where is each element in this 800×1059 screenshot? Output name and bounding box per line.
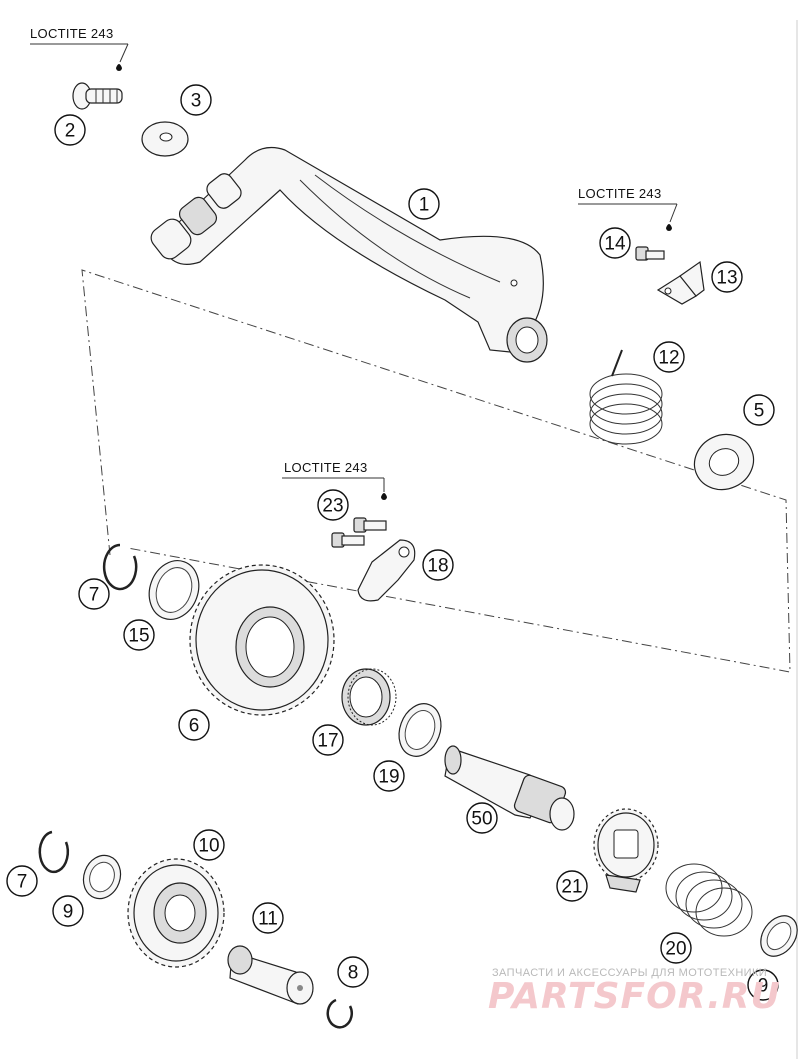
svg-text:21: 21: [561, 877, 582, 898]
svg-text:11: 11: [258, 909, 278, 930]
part-bracket-13: [656, 260, 705, 305]
part-spring-12: [589, 349, 663, 445]
part-spring-20: [665, 863, 753, 937]
part-idler-gear-10: [127, 858, 225, 968]
part-washer-15: [148, 560, 200, 620]
callout-19: 19: [373, 760, 405, 792]
part-washer-3: [141, 121, 189, 157]
part-bolt-14: [635, 246, 665, 261]
svg-text:3: 3: [191, 91, 202, 112]
svg-text:17: 17: [317, 731, 338, 752]
assembly-line: [81, 269, 791, 673]
svg-text:2: 2: [65, 121, 76, 142]
callout-3: 3: [180, 84, 212, 116]
part-kickstarter-gear-6: [189, 564, 335, 716]
part-circlip-8: [326, 998, 353, 1029]
svg-text:9: 9: [758, 976, 769, 997]
callout-5: 5: [743, 394, 775, 426]
callout-1: 1: [408, 188, 440, 220]
part-washer-9b: [760, 915, 798, 957]
callout-15: 15: [123, 619, 155, 651]
part-screw-2: [72, 82, 123, 110]
part-needle-bearing-17: [341, 668, 397, 726]
drop-icon: [381, 493, 387, 500]
callout-13: 13: [711, 261, 743, 293]
part-bolts-23: [331, 517, 387, 548]
callout-12: 12: [653, 341, 685, 373]
loctite-note-mid: LOCTITE 243: [282, 460, 387, 500]
part-washer-5: [693, 433, 755, 491]
callout-9b: 9: [747, 969, 779, 1001]
callout-23: 23: [317, 489, 349, 521]
svg-text:13: 13: [716, 268, 737, 289]
svg-text:20: 20: [665, 939, 686, 960]
part-kickstarter-lever-1: [150, 147, 548, 363]
svg-text:23: 23: [322, 496, 343, 517]
part-washer-9a: [82, 854, 122, 900]
part-kickstarter-shaft-50: [444, 745, 575, 831]
svg-text:8: 8: [348, 963, 359, 984]
callout-2: 2: [54, 114, 86, 146]
svg-text:5: 5: [754, 401, 765, 422]
callout-10: 10: [193, 829, 225, 861]
callout-50: 50: [466, 802, 498, 834]
svg-text:7: 7: [17, 872, 28, 893]
svg-text:LOCTITE 243: LOCTITE 243: [284, 460, 368, 475]
part-circlip-7a: [102, 543, 138, 591]
callout-7a: 7: [78, 578, 110, 610]
callout-18: 18: [422, 549, 454, 581]
part-circlip-7b: [38, 830, 70, 874]
callout-20: 20: [660, 932, 692, 964]
drop-icon: [116, 64, 122, 71]
svg-text:LOCTITE 243: LOCTITE 243: [30, 26, 114, 41]
callout-6: 6: [178, 709, 210, 741]
svg-text:15: 15: [128, 626, 149, 647]
svg-text:50: 50: [471, 809, 492, 830]
callout-14: 14: [599, 227, 631, 259]
drop-icon: [666, 224, 672, 231]
svg-text:LOCTITE 243: LOCTITE 243: [578, 186, 662, 201]
callout-17: 17: [312, 724, 344, 756]
svg-text:12: 12: [658, 348, 679, 369]
callout-9a: 9: [52, 895, 84, 927]
callout-7b: 7: [6, 865, 38, 897]
svg-text:1: 1: [419, 195, 430, 216]
part-washer-19: [398, 703, 442, 757]
svg-text:10: 10: [198, 836, 219, 857]
part-pawl-18: [357, 539, 416, 602]
callout-11: 11: [252, 902, 284, 934]
watermark-subtitle: ЗАПЧАСТИ И АКСЕССУАРЫ ДЛЯ МОТОТЕХНИКИ: [492, 967, 767, 979]
svg-text:7: 7: [89, 585, 100, 606]
callout-21: 21: [556, 870, 588, 902]
svg-text:18: 18: [427, 556, 448, 577]
callout-8: 8: [337, 956, 369, 988]
loctite-note-top: LOCTITE 243: [30, 26, 129, 71]
svg-text:14: 14: [604, 234, 626, 255]
part-idler-shaft-11: [227, 945, 314, 1005]
svg-text:6: 6: [189, 716, 200, 737]
svg-text:19: 19: [378, 767, 399, 788]
watermark-brand: PARTSFOR.RU: [488, 976, 781, 1017]
part-ratchet-21: [593, 808, 659, 893]
svg-text:9: 9: [63, 902, 74, 923]
loctite-note-right: LOCTITE 243: [578, 186, 678, 231]
